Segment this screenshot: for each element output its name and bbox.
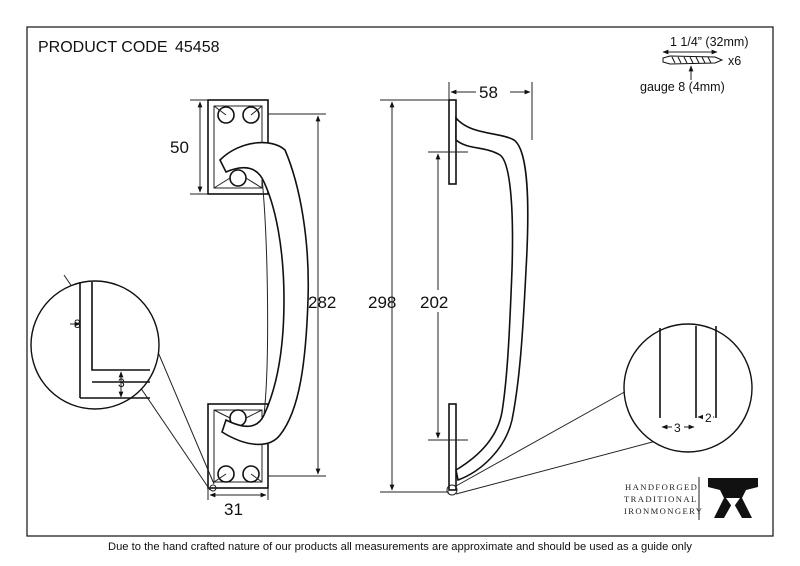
side-backplate xyxy=(448,99,457,185)
brand-line-3: IRONMONGERY xyxy=(624,506,703,516)
drawing-frame xyxy=(26,26,774,537)
dim-front-overall: 282 xyxy=(308,293,336,312)
screw-icon xyxy=(662,55,724,65)
dim-projection: 58 xyxy=(479,83,498,102)
brand-line-2: TRADITIONAL xyxy=(624,494,698,504)
screw-quantity: x6 xyxy=(728,54,741,68)
screw-length: 1 1/4” (32mm) xyxy=(670,35,749,49)
side-backplate-bottom xyxy=(448,403,457,491)
dim-plate-height: 50 xyxy=(170,138,189,157)
dim-side-center: 202 xyxy=(420,293,448,312)
brand-line-1: HANDFORGED xyxy=(625,482,698,492)
detail-right-right-dim: 2 xyxy=(705,411,712,425)
side-handle-profile xyxy=(455,115,529,482)
brand-block: HANDFORGED TRADITIONAL IRONMONGERY xyxy=(624,477,758,520)
detail-left: 3 3 xyxy=(30,274,217,492)
screw-gauge: gauge 8 (4mm) xyxy=(640,80,725,94)
product-code-value: 45458 xyxy=(175,39,220,56)
detail-left-horizontal-dim: 3 xyxy=(118,376,125,390)
product-code-label: PRODUCT CODE xyxy=(38,39,168,56)
handle-grip xyxy=(219,141,310,446)
dim-side-overall: 298 xyxy=(368,293,396,312)
anvil-logo-icon xyxy=(708,478,758,518)
screw-hole xyxy=(229,169,247,187)
detail-right-left-dim: 3 xyxy=(674,421,681,435)
front-view: 50 282 31 xyxy=(170,99,336,519)
detail-left-vertical-dim: 3 xyxy=(74,317,81,331)
screw-spec: 1 1/4” (32mm) x6 gauge 8 (4mm) xyxy=(640,35,749,94)
side-view: 58 298 202 xyxy=(368,82,533,496)
footer-disclaimer: Due to the hand crafted nature of our pr… xyxy=(108,541,692,553)
dim-plate-width: 31 xyxy=(224,500,243,519)
detail-right: 3 2 xyxy=(455,323,753,495)
